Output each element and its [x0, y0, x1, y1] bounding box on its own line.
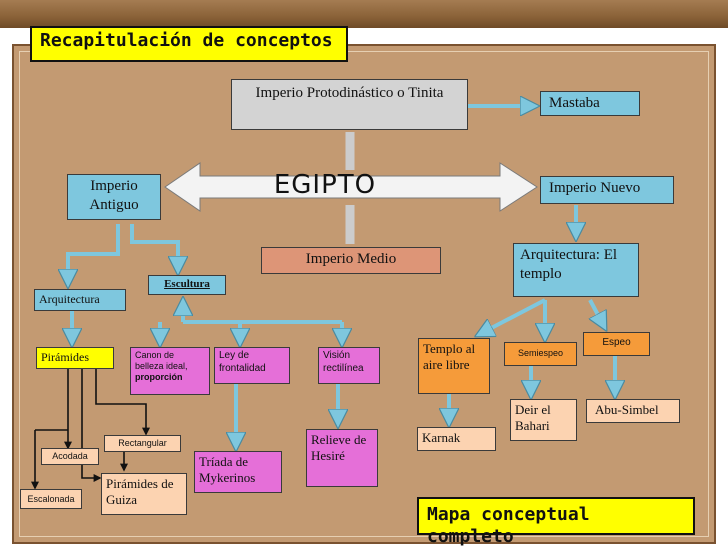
node-imperio-nuevo: Imperio Nuevo [540, 176, 674, 204]
piramides-tree [31, 369, 150, 490]
node-vision-rectilinea: Visión rectilínea [318, 347, 380, 384]
node-espeo: Espeo [583, 332, 650, 356]
canon-text: Canon de belleza ideal, [135, 350, 188, 371]
escultura-tree [160, 300, 342, 448]
node-karnak: Karnak [417, 427, 496, 451]
node-rectangular: Rectangular [104, 435, 181, 452]
canon-bold: proporción [135, 371, 183, 382]
node-relieve-hesire: Relieve de Hesiré [306, 429, 378, 487]
node-templo-aire-libre: Templo al aire libre [418, 338, 490, 394]
node-semiespeo: Semiespeo [504, 342, 577, 366]
node-imperio-medio: Imperio Medio [261, 247, 441, 274]
slide-title: Recapitulación de conceptos [30, 26, 348, 62]
node-arquitectura-templo: Arquitectura: El templo [513, 243, 639, 297]
arrow-antiguo-arquitectura [68, 224, 120, 285]
node-arquitectura: Arquitectura [34, 289, 126, 311]
node-escalonada: Escalonada [20, 489, 82, 509]
node-abu-simbel: Abu-Simbel [586, 399, 680, 423]
node-egipto: EGIPTO [273, 170, 377, 200]
arrow-antiguo-escultura [130, 224, 178, 272]
node-mastaba: Mastaba [540, 91, 640, 116]
node-acodada: Acodada [41, 448, 99, 465]
main-double-arrow [164, 162, 538, 212]
node-piramides: Pirámides [36, 347, 114, 369]
templo-tree [449, 298, 615, 424]
node-imperio-antiguo: Imperio Antiguo [67, 174, 161, 220]
node-piramides-guiza: Pirámides de Guiza [101, 473, 187, 515]
footer-label: Mapa conceptual completo [417, 497, 695, 546]
node-escultura: Escultura [148, 275, 226, 295]
node-imperio-protodinastico: Imperio Protodinástico o Tinita [231, 79, 468, 130]
node-ley-frontalidad: Ley de frontalidad [214, 347, 290, 384]
top-stripe [0, 0, 728, 28]
node-deir-el-bahari: Deir el Bahari [510, 399, 577, 441]
node-triada-mykerinos: Tríada de Mykerinos [194, 451, 282, 493]
node-canon-belleza: Canon de belleza ideal, proporción [130, 347, 210, 395]
